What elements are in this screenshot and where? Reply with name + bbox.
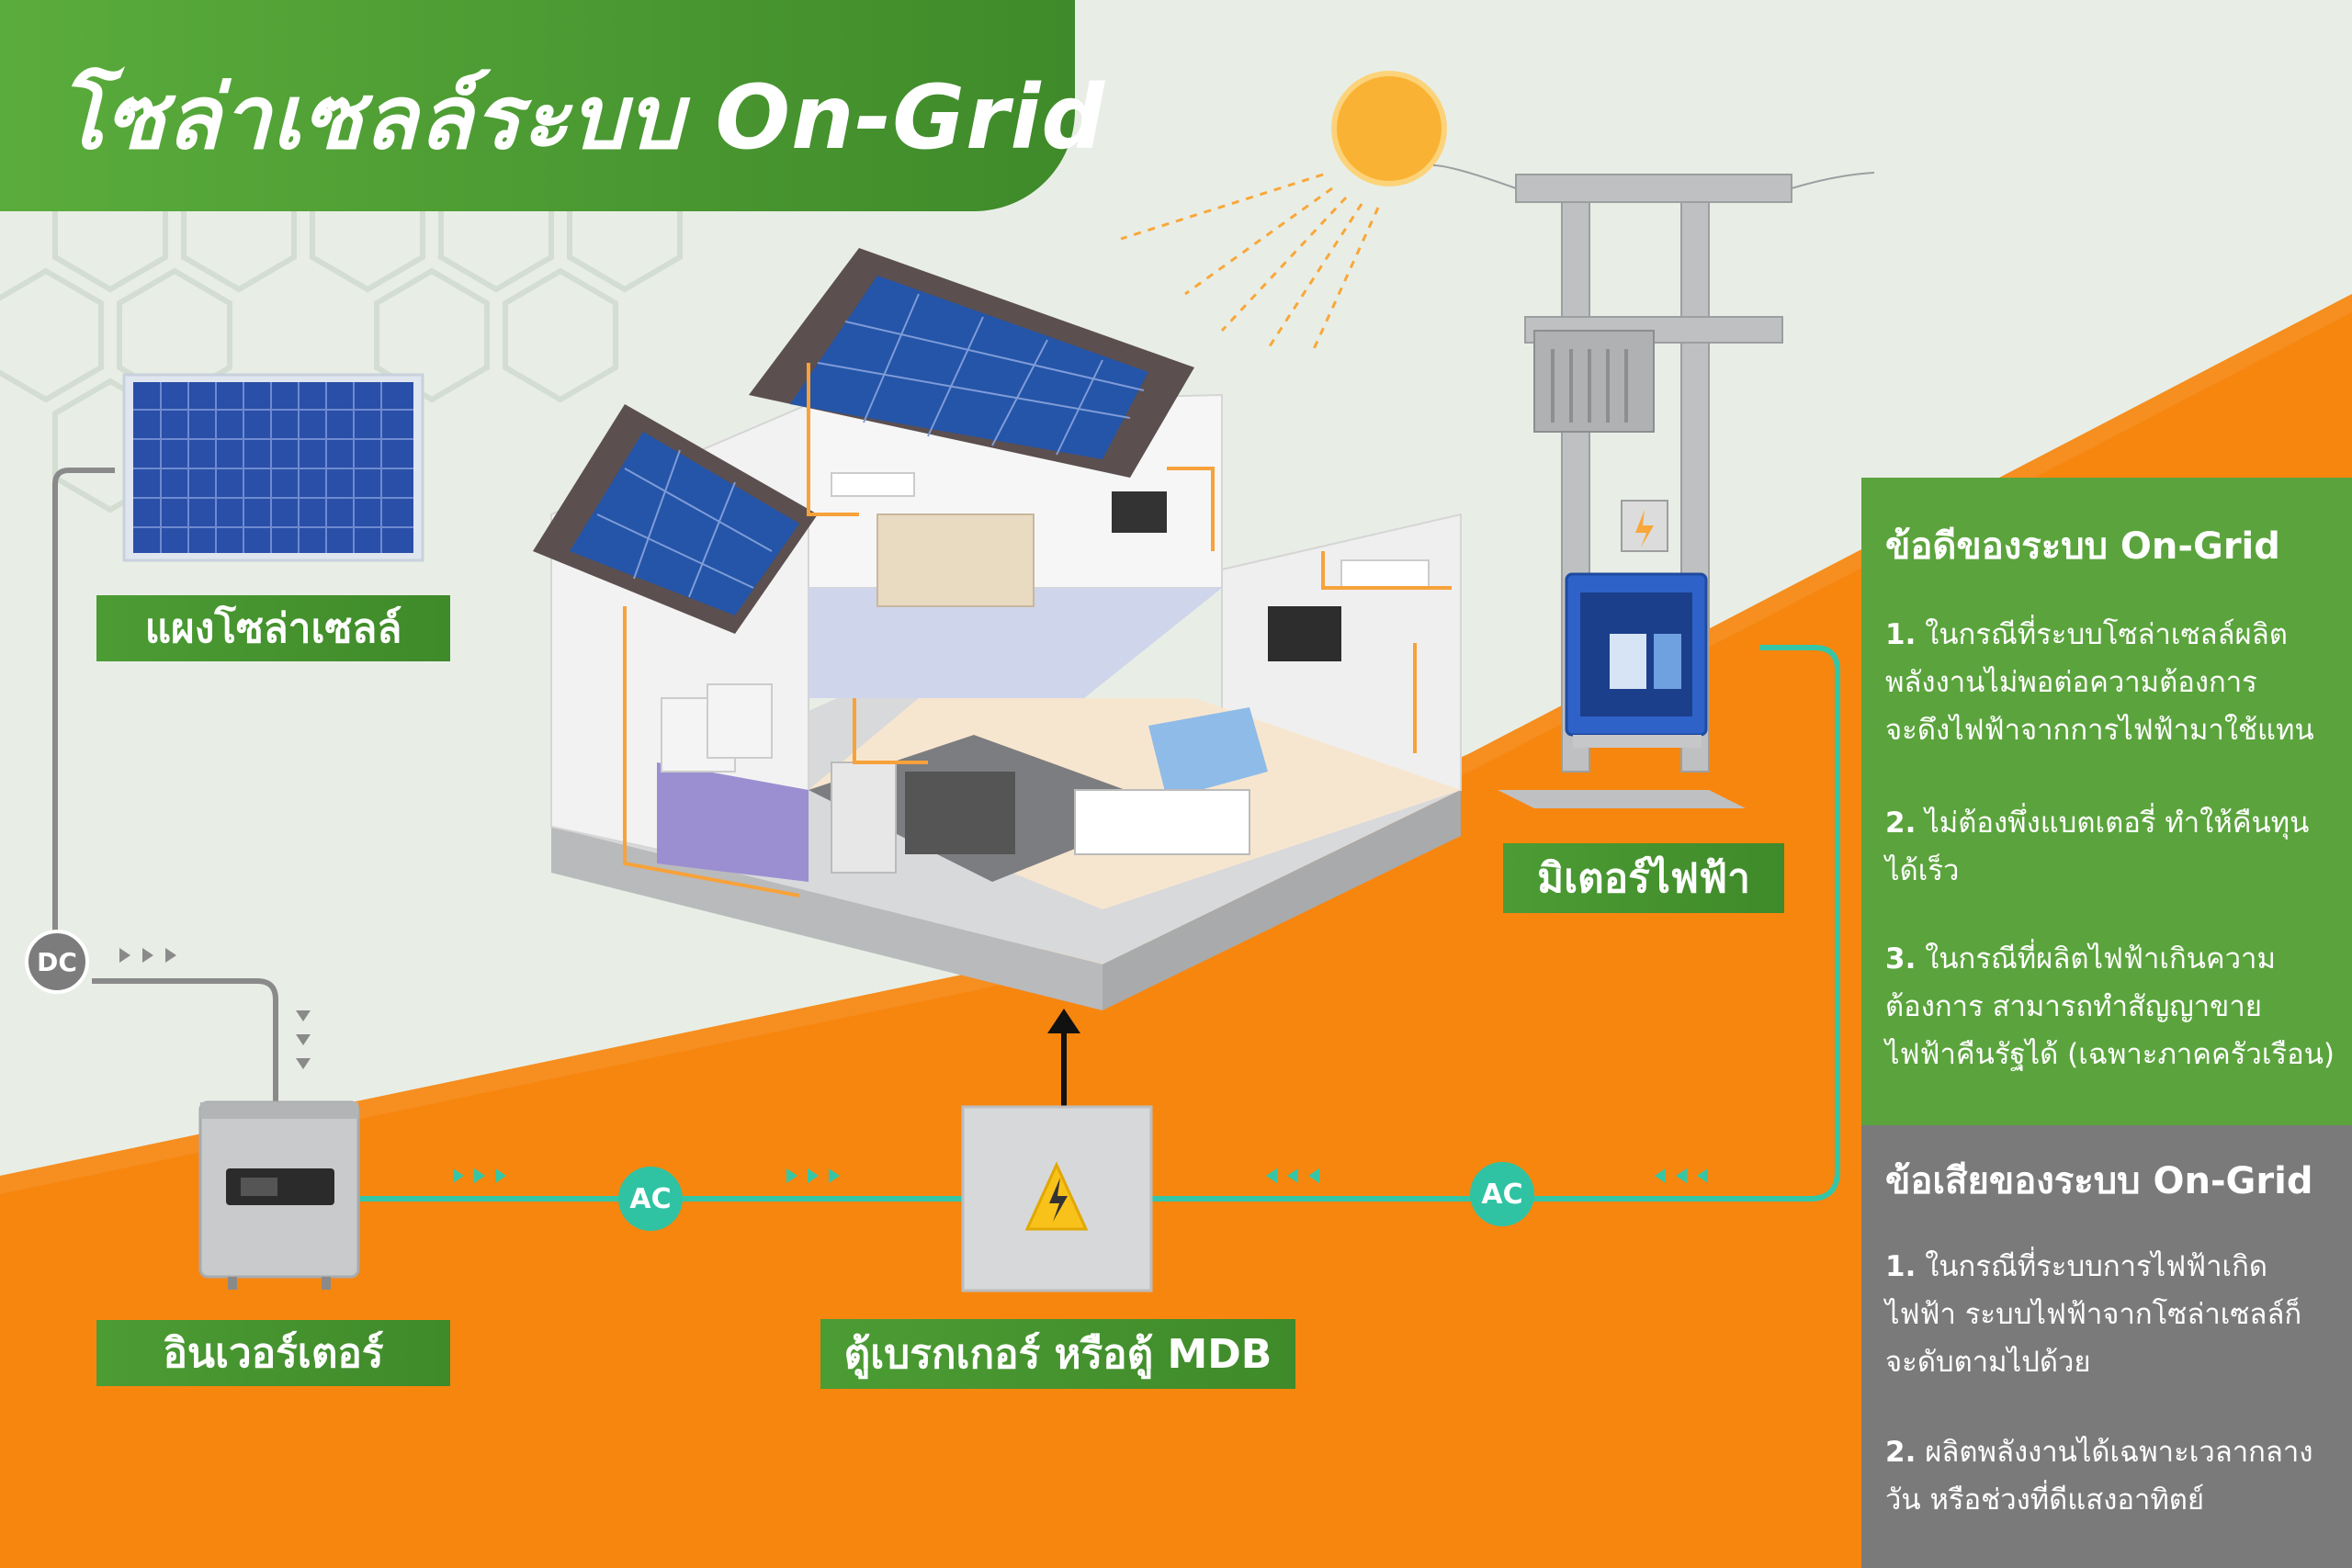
advantage-item-1: 1. ในกรณีที่ระบบโซล่าเซลล์ผลิต พลังงานไม… bbox=[1885, 618, 2314, 747]
page-title: โซล่าเซลล์ระบบ On-Grid bbox=[57, 66, 1106, 169]
meter-label: มิเตอร์ไฟฟ้า bbox=[1503, 843, 1784, 913]
disadvantages-heading: ข้อเสียของระบบ On-Grid bbox=[1885, 1160, 2313, 1202]
ac-badge-left: AC bbox=[618, 1167, 683, 1231]
solar-panel-label: แผงโซล่าเซลล์ bbox=[96, 595, 450, 661]
advantages-heading: ข้อดีของระบบ On-Grid bbox=[1885, 525, 2280, 568]
advantage-item-2: 2. ไม่ต้องพึ่งแบตเตอรี่ ทำให้คืนทุน ได้เ… bbox=[1885, 807, 2310, 887]
ac-badge-right: AC bbox=[1470, 1162, 1534, 1226]
advantage-item-3: 3. ในกรณีที่ผลิตไฟฟ้าเกินความ ต้องการ สา… bbox=[1885, 942, 2335, 1071]
disadvantage-item-2: 2. ผลิตพลังงานได้เฉพาะเวลากลาง วัน หรือช… bbox=[1885, 1436, 2313, 1517]
advantages-panel: ข้อดีของระบบ On-Grid 1. ในกรณีที่ระบบโซล… bbox=[1861, 478, 2352, 1125]
title-banner bbox=[0, 0, 1075, 211]
dc-badge: DC bbox=[25, 930, 89, 994]
disadvantages-panel: ข้อเสียของระบบ On-Grid 1. ในกรณีที่ระบบก… bbox=[1861, 1125, 2352, 1568]
breaker-label: ตู้เบรกเกอร์ หรือตู้ MDB bbox=[820, 1319, 1295, 1389]
solar-panel-icon bbox=[122, 373, 424, 562]
inverter-icon bbox=[198, 1100, 360, 1290]
sun-icon bbox=[1120, 71, 1447, 350]
inverter-label: อินเวอร์เตอร์ bbox=[96, 1320, 450, 1386]
electric-meter-icon bbox=[1565, 572, 1708, 748]
house-illustration bbox=[533, 248, 1462, 1010]
disadvantage-item-1: 1. ในกรณีที่ระบบการไฟฟ้าเกิด ไฟฟ้า ระบบไ… bbox=[1885, 1250, 2302, 1379]
breaker-box-icon bbox=[961, 1009, 1153, 1292]
dc-flow-arrows bbox=[119, 948, 311, 1069]
ac-flow-arrows bbox=[453, 1168, 1708, 1183]
dc-wire bbox=[52, 468, 278, 1107]
